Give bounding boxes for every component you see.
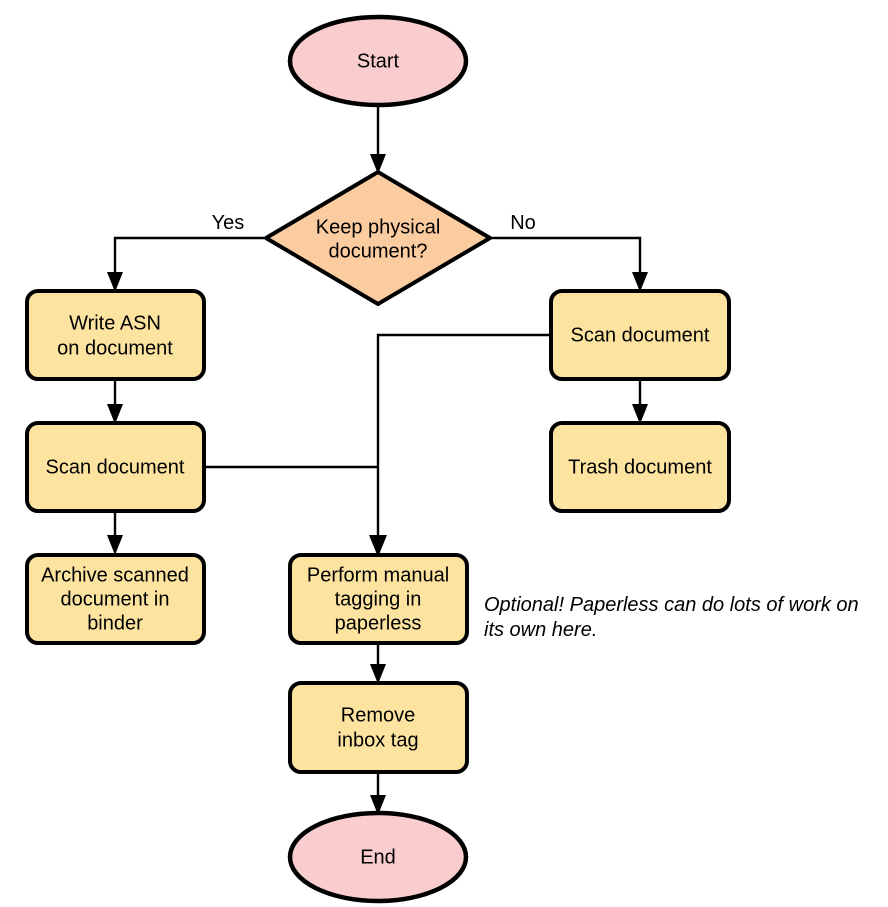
- node-archive-label-line2: document in: [61, 588, 170, 610]
- edge-label-yes: Yes: [212, 212, 245, 234]
- node-write-asn-on-document[interactable]: Write ASN on document: [25, 289, 206, 381]
- annotation-note: Optional! Paperless can do lots of work …: [484, 594, 859, 641]
- node-end[interactable]: End: [287, 810, 469, 904]
- node-tagging-label-line2: tagging in: [335, 588, 422, 610]
- node-decision-keep-physical-document[interactable]: Keep physical document?: [264, 170, 492, 306]
- node-decision-label-line1: Keep physical: [316, 216, 441, 238]
- node-write-asn-label-line1: Write ASN: [69, 312, 161, 334]
- node-end-label: End: [360, 846, 396, 868]
- annotation-note-line2: its own here.: [484, 619, 597, 641]
- node-tagging-label-line3: paperless: [335, 612, 422, 634]
- edge-tagging-to-removeinbox: [370, 642, 386, 684]
- edge-scanright-to-trash: [632, 379, 648, 424]
- node-start-label: Start: [357, 50, 400, 72]
- edge-scanright-to-tagging: [369, 333, 551, 557]
- node-write-asn-label-line2: on document: [57, 337, 173, 359]
- node-trash-document-label: Trash document: [568, 456, 712, 478]
- node-perform-manual-tagging[interactable]: Perform manual tagging in paperless: [288, 553, 469, 645]
- node-remove-inbox-label-line2: inbox tag: [337, 729, 418, 751]
- edge-writeasn-to-scanleft: [107, 379, 123, 424]
- node-scan-document-right[interactable]: Scan document: [549, 289, 731, 381]
- node-archive-scanned-document[interactable]: Archive scanned document in binder: [25, 553, 206, 645]
- edge-removeinbox-to-end: [370, 772, 386, 815]
- node-archive-label-line1: Archive scanned: [41, 564, 189, 586]
- node-scan-document-left-label: Scan document: [46, 456, 185, 478]
- edge-label-no: No: [510, 212, 536, 234]
- node-remove-inbox-tag[interactable]: Remove inbox tag: [288, 681, 469, 774]
- node-start[interactable]: Start: [287, 14, 469, 108]
- edge-start-to-decision: [370, 104, 386, 174]
- node-remove-inbox-label-line1: Remove: [341, 704, 415, 726]
- node-trash-document[interactable]: Trash document: [549, 421, 731, 513]
- edge-layer: [107, 104, 648, 815]
- edge-decision-yes: [107, 236, 264, 292]
- node-archive-label-line3: binder: [87, 612, 143, 634]
- node-tagging-label-line1: Perform manual: [307, 564, 449, 586]
- edge-scanleft-to-archive: [107, 511, 123, 555]
- node-decision-label-line2: document?: [329, 240, 428, 262]
- annotation-note-line1: Optional! Paperless can do lots of work …: [484, 594, 859, 616]
- node-scan-document-right-label: Scan document: [571, 324, 710, 346]
- node-scan-document-left[interactable]: Scan document: [25, 421, 206, 513]
- edge-decision-no: [491, 236, 648, 292]
